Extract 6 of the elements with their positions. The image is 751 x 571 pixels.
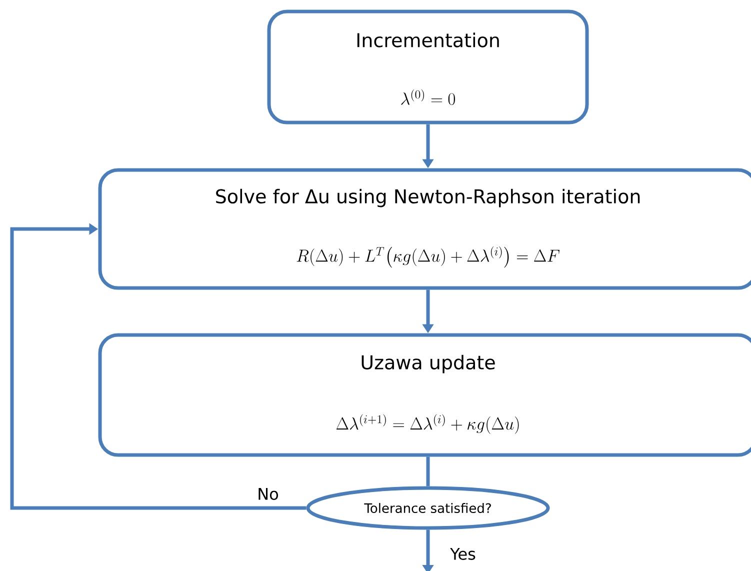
edge-label: No (256, 487, 280, 501)
process-box: Incrementation $\lambda^{(0)} = 0$ (267, 10, 589, 124)
process-box: Solve for Δu using Newton-Raphson iteration $R(\Delta u) + L^{T}\big(\kappa g(\Delta u) + \Delta\lambda^{(i)}\big) = \Delta F$ (98, 168, 751, 290)
process-box: Uzawa update $\Delta\lambda^{(i+1)} = \Delta\lambda^{(i)} + \kappa g(\Delta u)$ (98, 333, 751, 457)
edge-label: Yes (449, 547, 477, 561)
arrow (10, 223, 306, 510)
